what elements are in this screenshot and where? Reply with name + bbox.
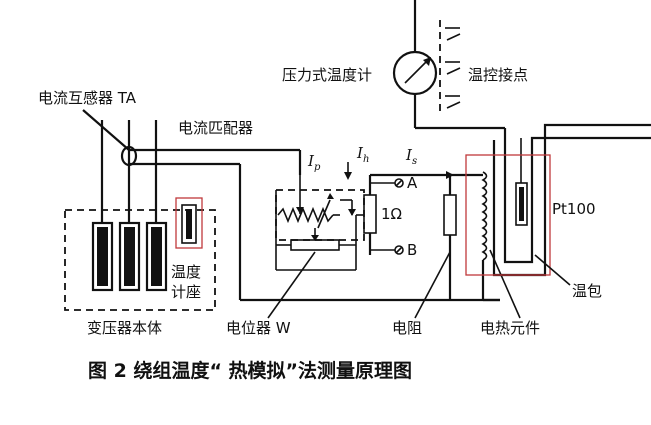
heating-coil <box>481 171 488 261</box>
transformer-body-label: 变压器本体 <box>87 319 162 337</box>
bulb-leader <box>534 254 571 286</box>
ta-secondary-leads <box>129 148 500 302</box>
potentiometer-leader <box>267 251 316 319</box>
terminal-a-label: A <box>407 174 418 192</box>
transformer-body-outline <box>64 209 216 311</box>
bulb-label: 温包 <box>572 282 602 300</box>
temp-control-contact-label: 温控接点 <box>468 66 528 84</box>
thermometer-seat-label-2: 计座 <box>171 283 201 301</box>
terminal-b-label: B <box>407 241 417 259</box>
potentiometer-label: 电位器 W <box>226 319 291 337</box>
transformer-windings <box>91 221 168 292</box>
heating-element-label: 电热元件 <box>480 319 540 337</box>
current-s-label: Is <box>405 146 417 167</box>
thermometer-seat-element <box>181 204 197 244</box>
bulb-highlight <box>465 154 551 276</box>
current-matcher-label: 电流匹配器 <box>178 119 253 137</box>
resistor-leader <box>414 251 451 319</box>
heater-resistor <box>443 194 457 236</box>
current-transformer-label: 电流互感器 TA <box>38 89 137 107</box>
potentiometer <box>290 239 340 251</box>
matcher-resistor <box>277 206 334 224</box>
transformer-leads <box>82 109 158 223</box>
one-ohm-resistor <box>363 194 377 234</box>
thermometer-seat-highlight <box>175 197 203 249</box>
figure-caption: 图 2 绕组温度“ 热模拟”法测量原理图 <box>88 359 412 382</box>
resistor-label: 电阻 <box>392 319 422 337</box>
pt100-label: Pt100 <box>552 200 596 218</box>
current-h-label: Ih <box>356 144 369 165</box>
temperature-control-contacts <box>439 20 461 112</box>
thermometer-seat-label-1: 温度 <box>171 263 201 281</box>
pressure-thermometer-label: 压力式温度计 <box>282 66 372 84</box>
resistor-value-label: 1Ω <box>381 205 402 223</box>
current-p-label: Ip <box>307 152 321 173</box>
